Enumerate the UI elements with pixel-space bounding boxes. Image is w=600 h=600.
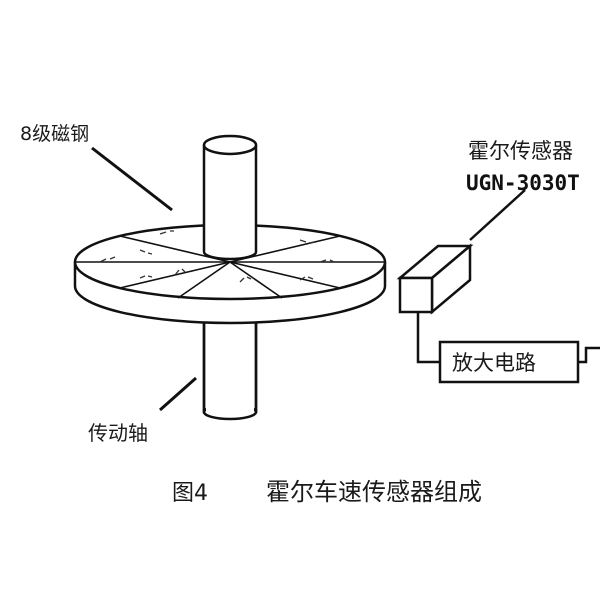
magnet-disc (73, 223, 387, 325)
magnet-leader (91, 146, 173, 212)
sensor-model-label: UGN-3030T (466, 171, 580, 195)
amplifier-label: 放大电路 (452, 351, 536, 375)
sensor-name-label: 霍尔传感器 (468, 139, 573, 163)
shaft-label: 传动轴 (88, 421, 148, 445)
sensor-leader (469, 189, 526, 241)
figure-title: 霍尔车速传感器组成 (266, 478, 482, 506)
sensor-wire (416, 312, 440, 364)
shaft-leader (159, 376, 197, 412)
shaft-upper (202, 134, 258, 261)
magnet-label: 8级磁钢 (20, 123, 89, 145)
output-pulse (578, 346, 600, 364)
figure-number: 图4 (172, 481, 208, 506)
pole-marks (99, 230, 335, 283)
hall-sensor-block (396, 243, 474, 315)
amplifier-box: 放大电路 (438, 340, 580, 384)
